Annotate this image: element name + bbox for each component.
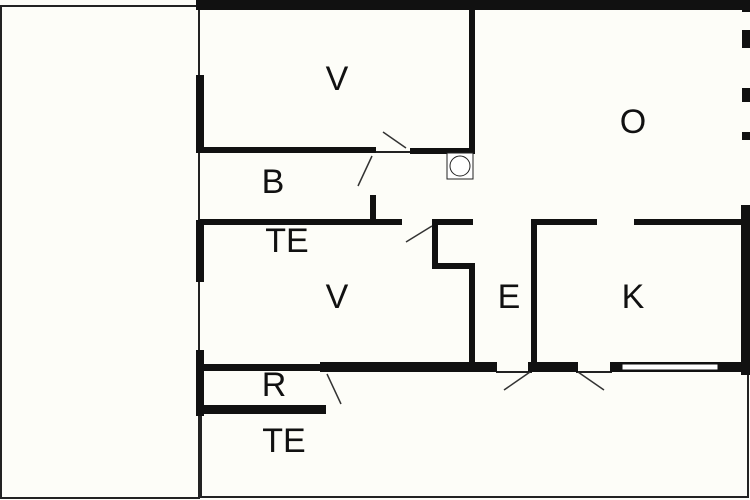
door-swing-bedroom-top	[382, 131, 407, 149]
right-wall-segment-3	[742, 132, 750, 140]
bath-right-wall	[370, 195, 376, 225]
bottom-wall-b	[320, 362, 497, 372]
left-wall-top	[196, 0, 204, 10]
bottom-wall-c	[528, 362, 578, 372]
right-wall-upper	[742, 0, 750, 12]
bedroom-top-right-wall	[469, 8, 475, 154]
door-swing-utility	[326, 373, 342, 405]
left-wall-mid	[196, 220, 204, 282]
room-label-bedroom-top: V	[326, 60, 349, 98]
room-label-utility: R	[262, 366, 287, 404]
kitchen-window	[621, 363, 719, 371]
right-wall-lower	[741, 205, 750, 375]
bedroom-top-bottom-wall-right	[410, 148, 475, 154]
top-wall	[196, 0, 750, 10]
corridor-top-wall	[200, 219, 402, 225]
door-swing-bedroom-middle	[405, 225, 433, 243]
bedroom-top-bottom-wall-left	[200, 147, 376, 153]
utility-bottom-wall	[196, 405, 326, 414]
door-swing-bath	[357, 155, 373, 187]
door-swing-entry	[503, 371, 531, 391]
room-label-kitchen: K	[622, 278, 645, 316]
door-swings	[326, 131, 605, 405]
room-label-living: O	[620, 103, 646, 141]
door-swing-kitchen	[577, 371, 605, 391]
room-label-terrace-middle: TE	[265, 222, 308, 260]
toilet-fixture	[446, 152, 474, 180]
left-wall-upper	[196, 75, 204, 153]
room-label-bath: B	[262, 163, 285, 201]
kitchen-left-wall	[531, 219, 537, 369]
room-label-bedroom-middle: V	[326, 278, 349, 316]
bottom-wall-a	[200, 364, 320, 371]
left-wall-lower	[196, 350, 204, 416]
right-wall-segment-2	[742, 88, 750, 102]
hall-wall-vertical	[432, 219, 438, 269]
hall-wall-top	[433, 219, 473, 225]
bedroom-middle-right-wall	[469, 263, 475, 366]
room-label-terrace-bottom: TE	[262, 422, 305, 460]
kitchen-top-wall-right	[634, 219, 750, 225]
hall-wall-step	[432, 263, 474, 269]
walls	[196, 0, 750, 416]
right-wall-segment-1	[742, 30, 750, 48]
room-label-entry: E	[498, 278, 521, 316]
kitchen-top-wall-left	[531, 219, 597, 225]
